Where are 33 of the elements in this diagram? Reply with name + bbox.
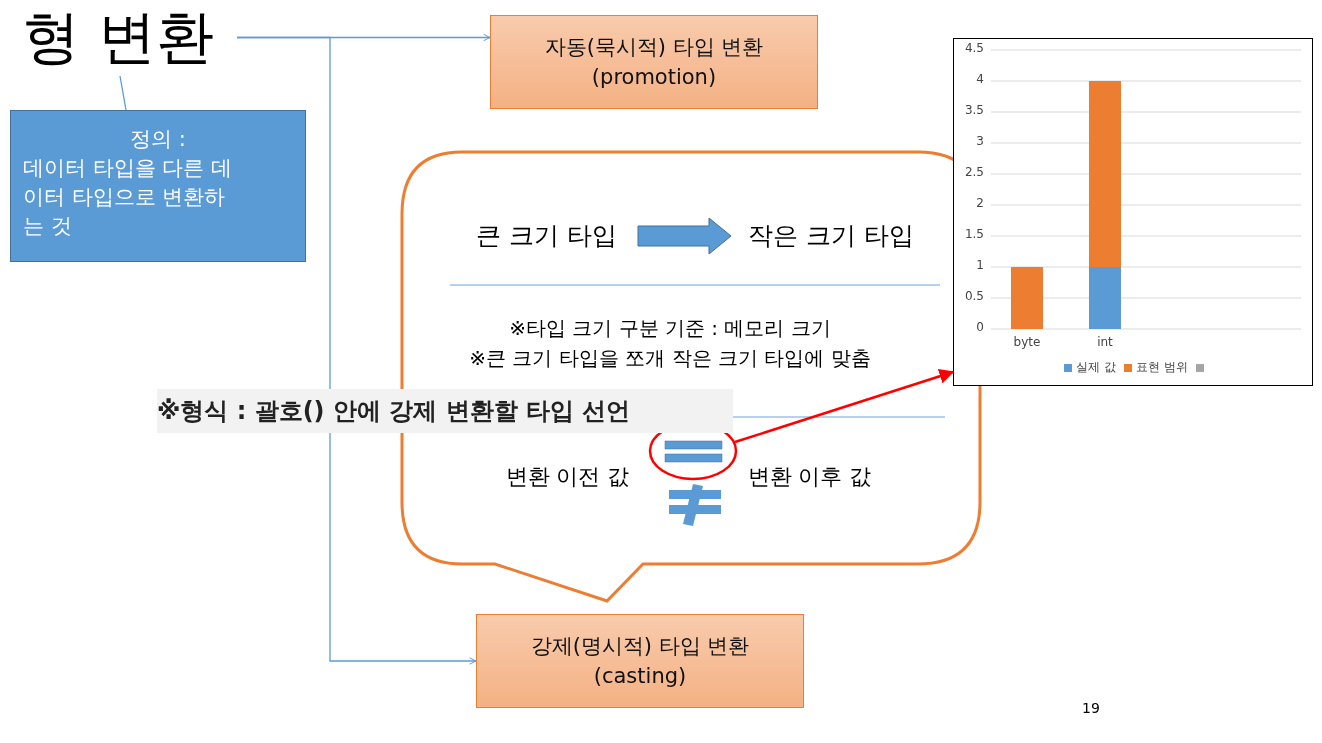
category-label: byte bbox=[1012, 335, 1042, 349]
block-arrow bbox=[637, 217, 732, 255]
tick-label: 4 bbox=[975, 72, 984, 86]
text-label: 변환 이전 값 bbox=[504, 463, 631, 491]
text-label: 큰 크기 타입 bbox=[455, 216, 638, 256]
tick-label: 1 bbox=[975, 258, 984, 272]
tick-label: 2.5 bbox=[963, 165, 984, 179]
process-box: 자동(묵시적) 타입 변환 (promotion) bbox=[490, 15, 818, 109]
note-text: ※타입 크기 구분 기준 : 메모리 크기 bbox=[508, 315, 832, 342]
note-text: ※형식 : 괄호() 안에 강제 변환할 타입 선언 bbox=[157, 389, 733, 433]
text-label: 변환 이후 값 bbox=[746, 463, 873, 491]
category-label: int bbox=[1096, 335, 1114, 349]
tick-label: 0.5 bbox=[963, 289, 984, 303]
title: 형 변환 bbox=[22, 0, 237, 75]
process-box: 강제(명시적) 타입 변환 (casting) bbox=[476, 614, 804, 708]
tick-label: 3.5 bbox=[963, 103, 984, 117]
tick-label: 0 bbox=[975, 320, 984, 334]
leader-line bbox=[119, 75, 127, 111]
definition-box bbox=[10, 110, 306, 262]
box-text: 데이터 타입을 다른 데이터 타입으로 변환하는 것 bbox=[23, 155, 234, 240]
tick-label: 2 bbox=[975, 196, 984, 210]
box-heading: 정의 : bbox=[129, 126, 187, 153]
tick-label: 4.5 bbox=[963, 41, 984, 55]
tick-label: 3 bbox=[975, 134, 984, 148]
arrow bbox=[734, 369, 955, 444]
text-label: 작은 크기 타입 bbox=[731, 216, 931, 256]
page-number: 19 bbox=[1081, 700, 1101, 716]
note-text: ※큰 크기 타입을 쪼개 작은 크기 타입에 맞춤 bbox=[468, 345, 872, 372]
arrow bbox=[236, 36, 477, 665]
bar-chart bbox=[953, 38, 1313, 386]
legend-label: 실제 값 bbox=[1076, 359, 1116, 376]
tick-label: 1.5 bbox=[963, 227, 984, 241]
legend-label: 표현 범위 bbox=[1136, 359, 1188, 376]
